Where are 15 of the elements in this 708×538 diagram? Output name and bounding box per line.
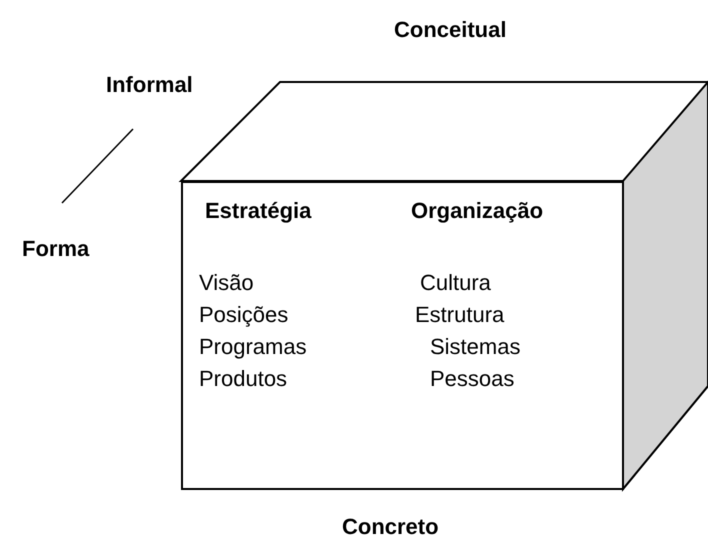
cube-front-face — [181, 181, 624, 490]
axis-label: Informal — [106, 73, 193, 98]
list-item: Produtos — [199, 367, 288, 392]
list-item: Cultura — [420, 271, 491, 296]
list-item: Sistemas — [430, 335, 520, 360]
list-item: Estrutura — [415, 303, 504, 328]
column-heading: Organização — [411, 199, 544, 224]
column-heading: Estratégia — [205, 199, 312, 224]
list-item: Programas — [199, 335, 307, 360]
axis-label: Conceitual — [394, 18, 506, 42]
axis-label: Forma — [22, 237, 90, 262]
list-item: Visão — [199, 271, 254, 296]
axis-label: Concreto — [342, 515, 439, 538]
list-item: Pessoas — [430, 367, 514, 392]
list-item: Posições — [199, 303, 288, 328]
